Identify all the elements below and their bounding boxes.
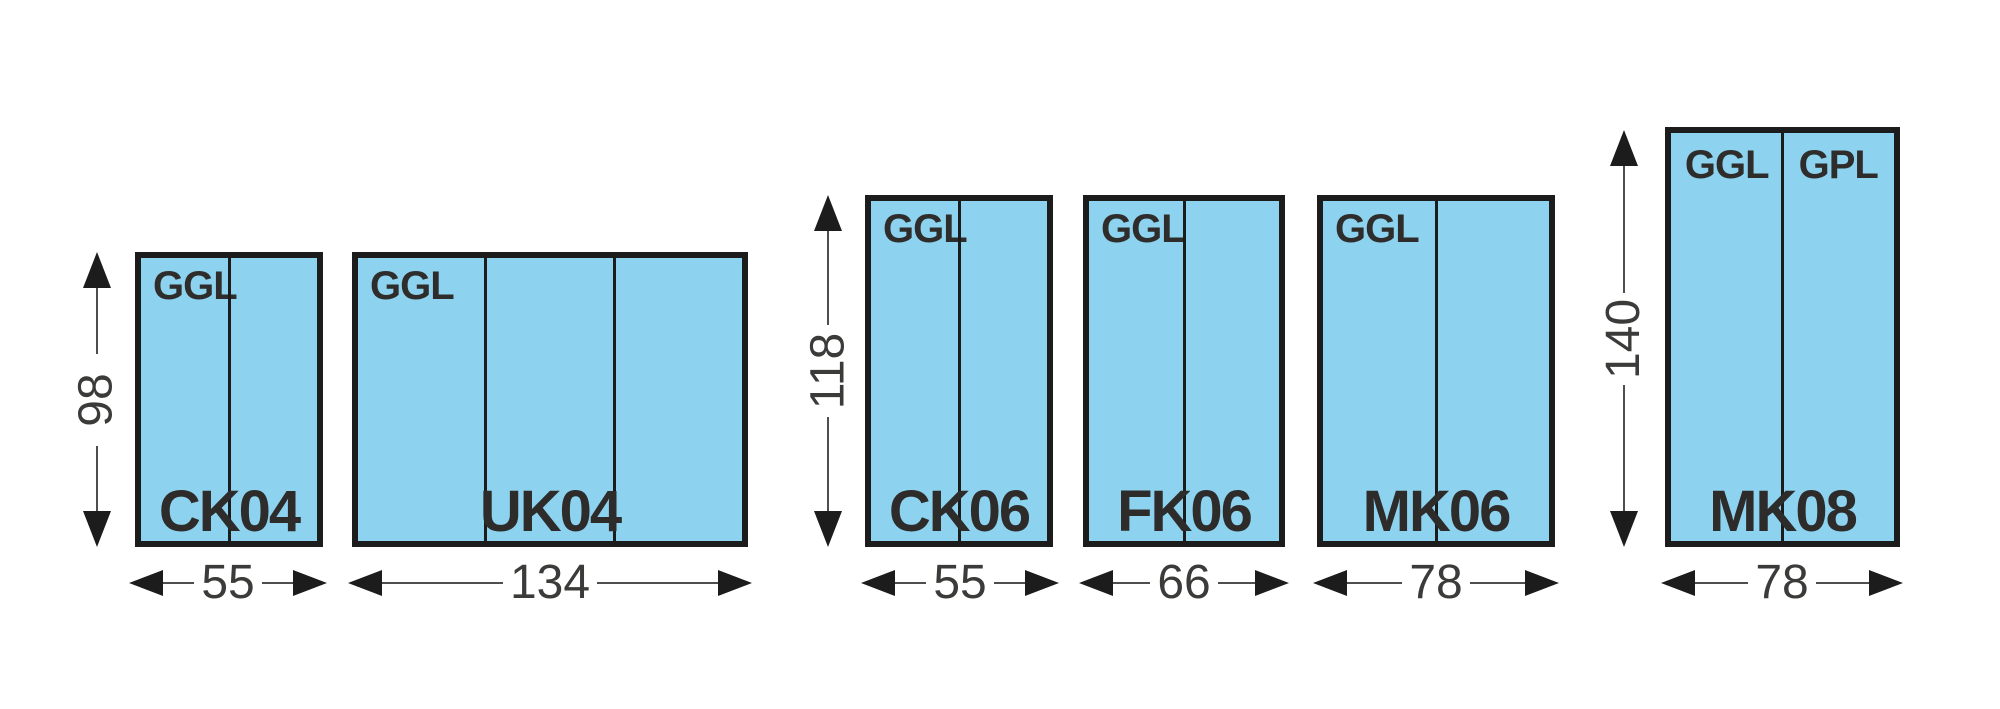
sash-divider (227, 258, 231, 541)
dimension-line (382, 582, 503, 584)
height-dimension-ck04: 98 (70, 252, 123, 547)
arrow-left-icon (129, 570, 163, 596)
sash-divider (1182, 201, 1186, 541)
glazing-code-label: GPL (1798, 143, 1879, 187)
size-code-label: MK06 (1362, 479, 1512, 544)
arrow-left-icon (1313, 570, 1347, 596)
dimension-line (163, 582, 195, 584)
dimension-line (1623, 166, 1625, 293)
sash-divider (1434, 201, 1438, 541)
dimension-line (1347, 582, 1403, 584)
window-ck04: GGL CK04 (135, 252, 323, 547)
arrow-right-icon (1525, 570, 1560, 596)
glazing-code-label: GGL (153, 264, 238, 308)
arrow-down-icon (1610, 511, 1638, 547)
dimension-line (261, 582, 294, 584)
arrow-right-icon (1869, 570, 1904, 596)
arrow-down-icon (814, 511, 842, 547)
width-value: 55 (933, 556, 987, 609)
glazing-code-label: GGL (1335, 207, 1420, 251)
dimension-line (827, 417, 829, 511)
window-mk06: GGL MK06 (1317, 195, 1555, 547)
arrow-right-icon (718, 570, 752, 596)
window-fk06: GGL FK06 (1083, 195, 1285, 547)
size-code-label: FK06 (1117, 479, 1253, 544)
glazing-code-label: GGL (370, 264, 455, 308)
arrow-right-icon (1025, 570, 1060, 596)
size-code-label: UK04 (479, 479, 622, 544)
dimension-line (1113, 582, 1151, 584)
arrow-left-icon (861, 570, 895, 596)
height-value-box: 140 (1584, 293, 1664, 385)
arrow-right-icon (293, 570, 328, 596)
height-value: 98 (70, 372, 124, 427)
height-value-box: 98 (70, 354, 123, 446)
arrow-up-icon (83, 252, 111, 288)
sash-divider (612, 258, 616, 541)
height-value: 118 (801, 332, 854, 410)
dimension-line (1469, 582, 1526, 584)
size-code-label: CK04 (158, 479, 301, 544)
arrow-right-icon (1255, 570, 1290, 596)
arrow-left-icon (348, 570, 382, 596)
sash-divider (957, 201, 961, 541)
sash-divider (1781, 133, 1784, 541)
glazing-code-label: GGL (883, 207, 968, 251)
dimension-line (1217, 582, 1256, 584)
arrow-up-icon (814, 195, 842, 231)
dimension-line (827, 231, 829, 325)
size-code-label: MK08 (1709, 479, 1858, 544)
width-dimension-uk04: 134 (348, 556, 752, 609)
arrow-left-icon (1661, 570, 1695, 596)
width-dimension-mk08: 78 (1661, 556, 1904, 609)
window-ck06: GGL CK06 (865, 195, 1053, 547)
window-uk04: GGL UK04 (352, 252, 748, 547)
width-dimension-ck06: 55 (861, 556, 1060, 609)
window-mk08: GGL GPL MK08 (1665, 127, 1900, 547)
height-dimension-ck06: 118 (801, 195, 854, 547)
height-value-box: 118 (790, 325, 867, 417)
width-dimension-fk06: 66 (1079, 556, 1290, 609)
arrow-down-icon (83, 511, 111, 547)
glazing-code-label: GGL (1684, 143, 1770, 187)
height-dimension-mk08: 140 (1597, 130, 1650, 547)
height-value: 140 (1597, 298, 1650, 379)
width-dimension-ck04: 55 (129, 556, 328, 609)
dimension-line (1623, 384, 1625, 511)
glazing-code-label: GGL (1101, 207, 1186, 251)
dimension-line (993, 582, 1026, 584)
width-dimension-mk06: 78 (1313, 556, 1560, 609)
dimension-line (96, 288, 98, 354)
dimension-line (597, 582, 718, 584)
width-value: 134 (509, 556, 591, 609)
arrow-left-icon (1079, 570, 1113, 596)
width-value: 78 (1755, 556, 1809, 609)
arrow-up-icon (1610, 130, 1638, 166)
width-value: 55 (201, 556, 255, 609)
dimension-line (1695, 582, 1749, 584)
dimension-line (96, 445, 98, 511)
width-value: 78 (1409, 556, 1463, 609)
sash-divider (484, 258, 488, 541)
dimension-line (895, 582, 927, 584)
width-value: 66 (1157, 556, 1211, 609)
size-code-label: CK06 (888, 479, 1031, 544)
dimension-line (1815, 582, 1870, 584)
